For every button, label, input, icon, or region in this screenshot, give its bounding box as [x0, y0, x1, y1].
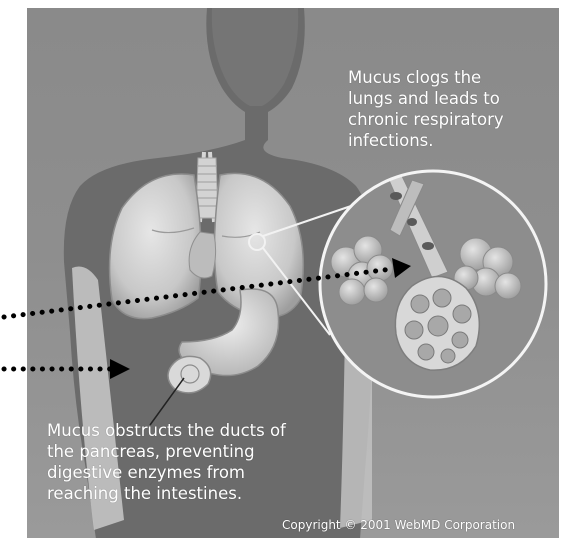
alveoli-cluster-cut	[395, 276, 479, 370]
pancreas-caption-line-1: Mucus obstructs the ducts of	[47, 421, 286, 440]
pancreas-caption-line-2: the pancreas, preventing	[47, 442, 255, 461]
pancreas-caption: Mucus obstructs the ducts of the pancrea…	[47, 420, 286, 504]
pancreas-caption-line-4: reaching the intestines.	[47, 484, 242, 503]
lungs-caption-line-3: chronic respiratory	[348, 110, 504, 129]
lungs-caption-line-1: Mucus clogs the	[348, 68, 481, 87]
lungs-caption-line-2: lungs and leads to	[348, 89, 500, 108]
copyright-notice: Copyright © 2001 WebMD Corporation	[282, 518, 515, 532]
dotted-arrow-pancreas	[4, 359, 130, 379]
lungs-caption: Mucus clogs the lungs and leads to chron…	[348, 67, 504, 151]
alveoli-inset	[320, 171, 546, 397]
pancreas	[168, 356, 211, 393]
lungs-caption-line-4: infections.	[348, 131, 434, 150]
pancreas-caption-line-3: digestive enzymes from	[47, 463, 245, 482]
